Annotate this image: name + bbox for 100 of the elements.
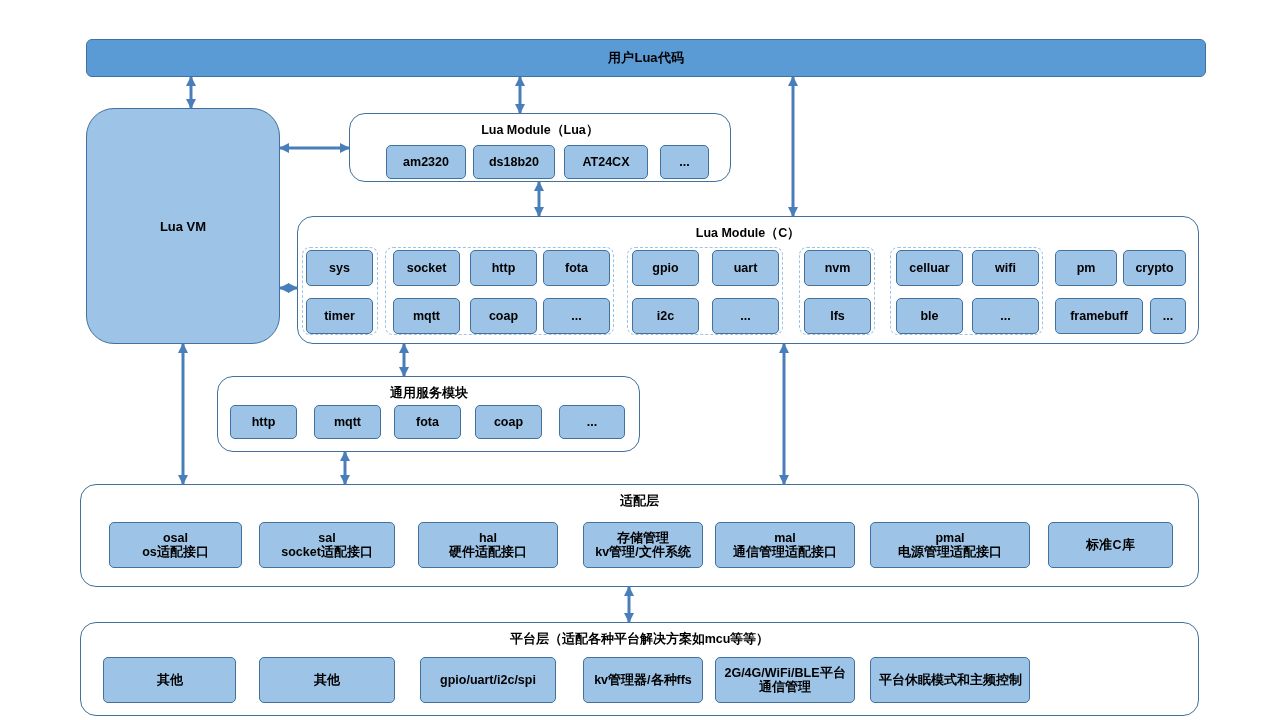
- module-box: [314, 405, 381, 439]
- module-box: [896, 298, 963, 334]
- layer-panel: [297, 216, 1199, 344]
- module-box: [393, 298, 460, 334]
- module-box: [804, 298, 871, 334]
- double-arrow: [177, 343, 189, 485]
- module-box: [972, 250, 1039, 286]
- vm-block: [86, 108, 280, 344]
- box-label: 其他: [156, 672, 183, 688]
- module-box: [543, 298, 610, 334]
- module-box: [394, 405, 461, 439]
- module-box: [1123, 250, 1186, 286]
- box-label: osal: [163, 530, 188, 545]
- double-arrow: [787, 76, 799, 217]
- box-label: fota: [416, 414, 439, 430]
- box-label: ...: [740, 308, 751, 324]
- double-arrow: [398, 343, 410, 377]
- box-label: i2c: [656, 308, 675, 324]
- box-label: mqtt: [333, 414, 362, 430]
- box-label: ...: [571, 308, 582, 324]
- box-label: 标准C库: [1086, 537, 1135, 553]
- box-label: ...: [1000, 308, 1011, 324]
- panel-heading: Lua Module（C）: [695, 225, 801, 242]
- module-box: [418, 522, 558, 568]
- module-box: [230, 405, 297, 439]
- box-label: ds18b20: [489, 154, 539, 170]
- box-label: ble: [920, 308, 939, 324]
- double-arrow: [339, 451, 351, 485]
- module-box: [804, 250, 871, 286]
- box-label: ...: [679, 154, 690, 170]
- box-sublabel: socket适配接口: [281, 545, 373, 560]
- box-label: framebuff: [1070, 308, 1128, 324]
- box-label: ...: [1162, 308, 1174, 324]
- box-label: nvm: [824, 260, 851, 276]
- module-box: [559, 405, 625, 439]
- box-label: hal: [478, 530, 498, 545]
- module-box: [632, 298, 699, 334]
- box-label: mal: [774, 530, 796, 545]
- box-label: crypto: [1135, 260, 1174, 276]
- panel-heading: 适配层: [620, 493, 659, 510]
- module-box: [632, 250, 699, 286]
- module-box: [306, 298, 373, 334]
- module-box: [109, 522, 242, 568]
- box-label: mqtt: [412, 308, 441, 324]
- box-label: wifi: [995, 260, 1016, 276]
- module-box: [715, 657, 855, 703]
- box-label: sys: [329, 260, 350, 276]
- box-label: am2320: [403, 154, 449, 170]
- double-arrow: [279, 282, 298, 294]
- module-box: [475, 405, 542, 439]
- module-box: [1055, 250, 1117, 286]
- layer-panel: [80, 622, 1199, 716]
- module-box: [470, 250, 537, 286]
- box-label: kv管理器/各种ffs: [594, 672, 692, 688]
- module-box: [473, 145, 555, 179]
- module-box: [870, 657, 1030, 703]
- box-label: http: [251, 414, 276, 430]
- module-box: [543, 250, 610, 286]
- module-box: [1055, 298, 1143, 334]
- box-label: ...: [586, 414, 598, 430]
- box-label: coap: [493, 414, 524, 430]
- box-sublabel: os适配接口: [142, 545, 209, 560]
- double-arrow: [279, 142, 350, 154]
- module-box: [583, 657, 703, 703]
- module-box: [583, 522, 703, 568]
- box-label: pm: [1076, 260, 1096, 276]
- double-arrow: [185, 76, 197, 109]
- module-box: [103, 657, 236, 703]
- box-label: 平台休眠模式和主频控制: [878, 672, 1022, 688]
- box-sublabel: 通信管理适配接口: [733, 545, 837, 560]
- box-label: gpio/uart/i2c/spi: [440, 672, 536, 688]
- module-box: [712, 298, 779, 334]
- module-box: [896, 250, 963, 286]
- panel-heading: 平台层（适配各种平台解决方案如mcu等等）: [509, 631, 770, 648]
- module-box: [259, 657, 395, 703]
- module-box: [564, 145, 648, 179]
- box-sublabel: 硬件适配接口: [449, 545, 527, 560]
- layer-panel: [349, 113, 731, 182]
- box-label: 其他: [314, 672, 340, 688]
- box-label: sal: [318, 530, 336, 545]
- box-label: 2G/4G/WiFi/BLE平台通信管理: [723, 665, 847, 695]
- box-label: fota: [565, 260, 588, 276]
- box-label: 存储管理: [617, 530, 669, 545]
- box-sublabel: kv管理/文件系统: [595, 545, 691, 560]
- module-box: [660, 145, 709, 179]
- module-box: [870, 522, 1030, 568]
- banner-bar: [86, 39, 1206, 77]
- box-label: coap: [488, 308, 519, 324]
- box-label: uart: [733, 260, 758, 276]
- module-box: [972, 298, 1039, 334]
- box-label: 用户Lua代码: [608, 49, 684, 67]
- box-sublabel: 电源管理适配接口: [898, 545, 1002, 560]
- box-label: gpio: [652, 260, 679, 276]
- box-label: pmal: [935, 530, 965, 545]
- box-label: socket: [406, 260, 447, 276]
- module-box: [1150, 298, 1186, 334]
- layer-panel: [217, 376, 640, 452]
- box-label: lfs: [830, 308, 845, 324]
- module-box: [306, 250, 373, 286]
- double-arrow: [778, 343, 790, 485]
